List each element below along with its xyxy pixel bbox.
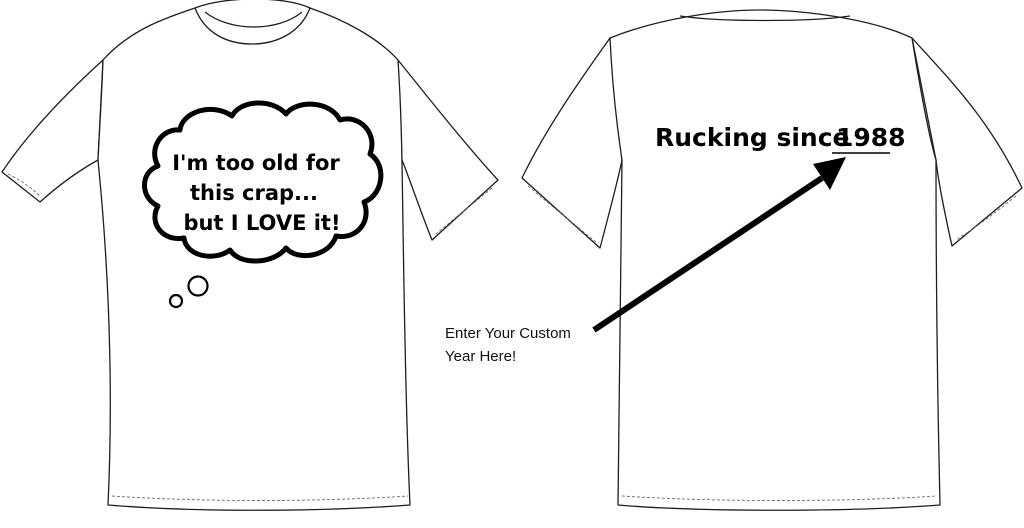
back-left-sleeve: [521, 37, 623, 249]
front-left-sleeve: [1, 59, 104, 203]
thought-bubble-small: [168, 293, 184, 309]
back-neckline: [679, 15, 851, 22]
arrow-head: [813, 157, 846, 190]
back-right-sleeve: [911, 37, 1023, 247]
back-hem-seam: [621, 495, 937, 501]
back-slogan-year: 1988: [836, 123, 906, 152]
back-left-sleeve-seam: [527, 185, 597, 243]
arrow-shaft: [592, 175, 824, 333]
front-hem-seam: [111, 495, 409, 501]
thought-bubble-large: [187, 275, 209, 297]
front-collar: [194, 0, 311, 45]
front-left-sleeve-seam: [7, 173, 41, 197]
back-body: [609, 9, 941, 511]
front-slogan-line-3: but I LOVE it!: [183, 211, 340, 235]
front-collar-inner: [204, 11, 303, 28]
front-slogan-line-2: this crap...: [190, 181, 318, 205]
callout-line-1: Enter Your Custom: [445, 325, 571, 342]
back-shirt: Rucking since 1988: [521, 9, 1023, 511]
front-slogan-line-1: I'm too old for: [172, 151, 340, 175]
front-right-sleeve-seam: [435, 187, 493, 235]
thought-cloud: [142, 100, 384, 264]
front-shirt: I'm too old for this crap... but I LOVE …: [1, 0, 499, 511]
front-right-sleeve: [397, 59, 499, 241]
back-right-sleeve-seam: [955, 195, 1017, 241]
callout-line-2: Year Here!: [445, 348, 516, 365]
custom-year-callout: Enter Your Custom Year Here!: [445, 157, 846, 365]
back-slogan-prefix: Rucking since: [655, 123, 849, 152]
